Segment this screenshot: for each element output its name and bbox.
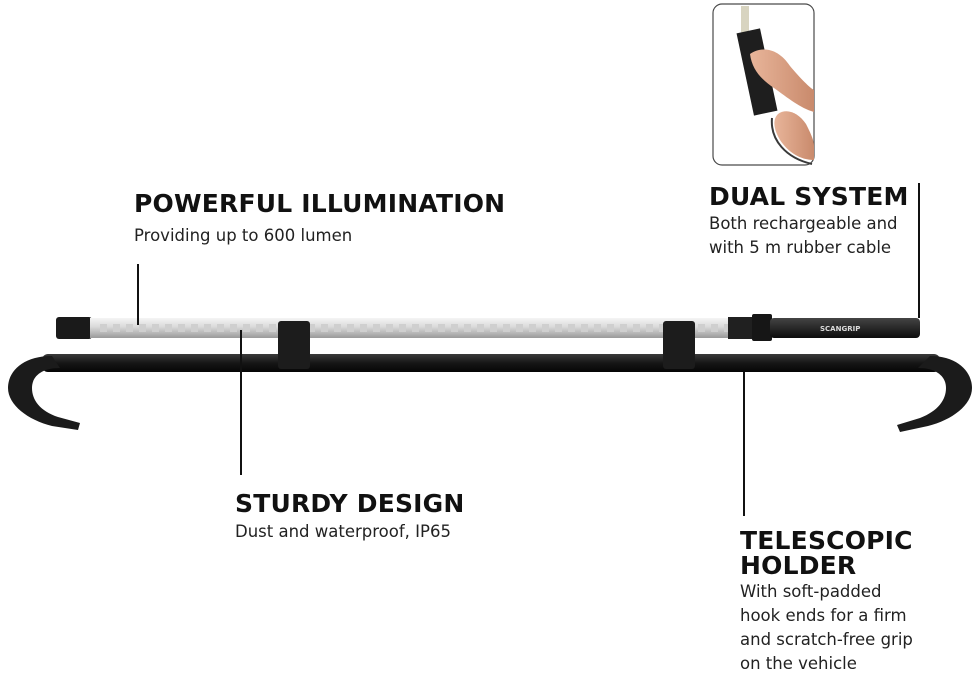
led-chip: [113, 324, 120, 332]
feature-desc-telescopic-line1: With soft-padded: [740, 582, 882, 601]
led-chip: [464, 324, 471, 332]
led-chip: [308, 324, 315, 332]
led-chip: [425, 324, 432, 332]
led-chip: [217, 324, 224, 332]
callout-line-telescopic: [743, 372, 745, 516]
inset-cable: [770, 117, 813, 165]
callout-line-dual: [918, 183, 920, 318]
feature-title-sturdy: STURDY DESIGN: [235, 489, 465, 518]
inset-photo: [712, 3, 815, 166]
feature-desc-dual-line1: Both rechargeable and: [709, 214, 898, 233]
led-chip: [438, 324, 445, 332]
led-chip: [191, 324, 198, 332]
telescopic-holder: [8, 321, 972, 432]
lamp-tube: [90, 318, 730, 338]
led-chip: [568, 324, 575, 332]
led-chip: [516, 324, 523, 332]
led-chip: [659, 324, 666, 332]
led-lamp: SCANGRIP: [56, 314, 920, 341]
led-chip: [698, 324, 705, 332]
led-chip: [386, 324, 393, 332]
feature-desc-telescopic-line2: hook ends for a firm: [740, 606, 907, 625]
led-chip: [152, 324, 159, 332]
left-hook: [8, 356, 80, 430]
feature-title-illumination: POWERFUL ILLUMINATION: [134, 189, 506, 218]
led-chip: [373, 324, 380, 332]
led-strip: [100, 324, 731, 332]
led-chip: [256, 324, 263, 332]
feature-title-telescopic-line1: TELESCOPIC: [740, 526, 913, 555]
clamp-left: [278, 321, 310, 369]
led-chip: [646, 324, 653, 332]
led-chip: [204, 324, 211, 332]
feature-title-dual: DUAL SYSTEM: [709, 182, 909, 211]
led-chip: [230, 324, 237, 332]
led-chip: [269, 324, 276, 332]
led-chip: [360, 324, 367, 332]
led-chip: [607, 324, 614, 332]
led-chip: [724, 324, 731, 332]
led-chip: [139, 324, 146, 332]
lamp-switch-ring: [752, 314, 772, 341]
led-chip: [581, 324, 588, 332]
lamp-collar: [728, 317, 756, 339]
led-chip: [711, 324, 718, 332]
led-chip: [542, 324, 549, 332]
led-chip: [555, 324, 562, 332]
feature-desc-illumination: Providing up to 600 lumen: [134, 226, 353, 245]
led-chip: [399, 324, 406, 332]
handle-brand-text: SCANGRIP: [820, 325, 860, 333]
feature-desc-telescopic-line4: on the vehicle: [740, 654, 857, 673]
led-chip: [165, 324, 172, 332]
led-chip: [529, 324, 536, 332]
inset-hand-upper: [750, 49, 814, 112]
feature-title-telescopic-line2: HOLDER: [740, 551, 857, 580]
lamp-handle: [770, 318, 920, 338]
inset-hand-lower: [774, 111, 814, 160]
led-chip: [321, 324, 328, 332]
led-chip: [126, 324, 133, 332]
lamp-end-cap: [56, 317, 92, 339]
led-chip: [412, 324, 419, 332]
feature-desc-sturdy: Dust and waterproof, IP65: [235, 522, 451, 541]
callout-line-illumination: [137, 264, 139, 325]
clamp-right: [663, 321, 695, 369]
feature-desc-dual-line2: with 5 m rubber cable: [709, 238, 892, 257]
holder-bar: [42, 354, 940, 372]
led-chip: [451, 324, 458, 332]
led-chip: [490, 324, 497, 332]
led-chip: [503, 324, 510, 332]
led-chip: [347, 324, 354, 332]
led-chip: [100, 324, 107, 332]
led-chip: [477, 324, 484, 332]
led-chip: [334, 324, 341, 332]
led-chip: [178, 324, 185, 332]
led-chip: [633, 324, 640, 332]
right-hook: [897, 356, 972, 432]
inset-lamp-tube: [741, 6, 749, 50]
led-chip: [620, 324, 627, 332]
led-chip: [594, 324, 601, 332]
callout-line-sturdy: [240, 330, 242, 475]
led-chip: [243, 324, 250, 332]
feature-desc-telescopic-line3: and scratch-free grip: [740, 630, 913, 649]
